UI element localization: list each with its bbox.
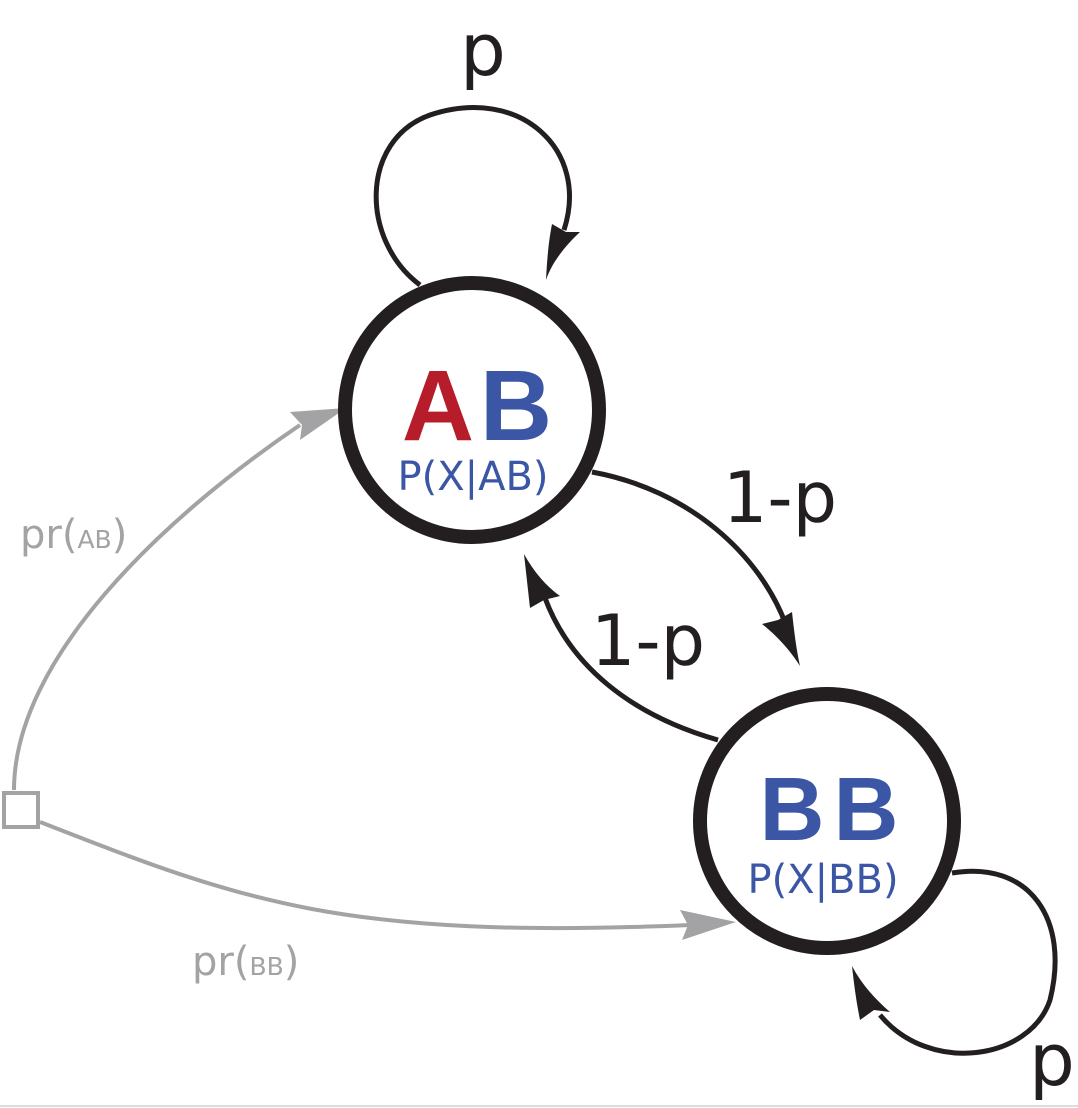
ab-self-transition-label: p	[460, 8, 506, 92]
initial-state-box	[2, 791, 40, 829]
initial-to-bb-arrowhead	[680, 910, 736, 940]
bb-self-loop-arrowhead	[852, 966, 890, 1020]
pr-bb-label: pr(BB)	[192, 939, 299, 985]
pr-ab-state: AB	[77, 525, 111, 554]
ab-to-bb-edge	[591, 469, 789, 626]
ab-state-letter-b: B	[480, 350, 552, 462]
pr-bb-state: BB	[249, 952, 283, 981]
pr-ab-suffix: )	[112, 512, 128, 558]
ab-to-bb-transition-label: 1-p	[723, 457, 837, 539]
bb-to-ab-arrowhead	[524, 554, 560, 608]
bb-self-loop	[878, 868, 1058, 1056]
bb-state-letter-b1: B	[760, 760, 825, 860]
bb-state-node	[693, 687, 961, 955]
bb-emission-label: P(X|BB)	[747, 857, 898, 903]
ab-self-loop-arrowhead	[546, 224, 580, 280]
pr-ab-prefix: pr(	[20, 512, 77, 558]
ab-state-node	[338, 276, 606, 544]
ab-emission-label: P(X|AB)	[397, 454, 548, 500]
pr-ab-label: pr(AB)	[20, 512, 127, 558]
bb-to-ab-edge	[542, 597, 719, 743]
ab-to-bb-arrowhead	[762, 612, 800, 666]
initial-to-ab-arrowhead	[290, 408, 346, 440]
bb-self-transition-label: p	[1029, 1018, 1075, 1102]
ab-state-letter-a: A	[402, 350, 474, 462]
pr-bb-prefix: pr(	[192, 939, 249, 985]
ab-self-loop	[373, 105, 572, 287]
bb-to-ab-transition-label: 1-p	[591, 600, 705, 682]
pr-bb-suffix: )	[284, 939, 300, 985]
initial-to-bb-edge	[39, 820, 691, 931]
initial-to-ab-edge	[12, 423, 302, 791]
bb-state-letter-b2: B	[834, 760, 899, 860]
